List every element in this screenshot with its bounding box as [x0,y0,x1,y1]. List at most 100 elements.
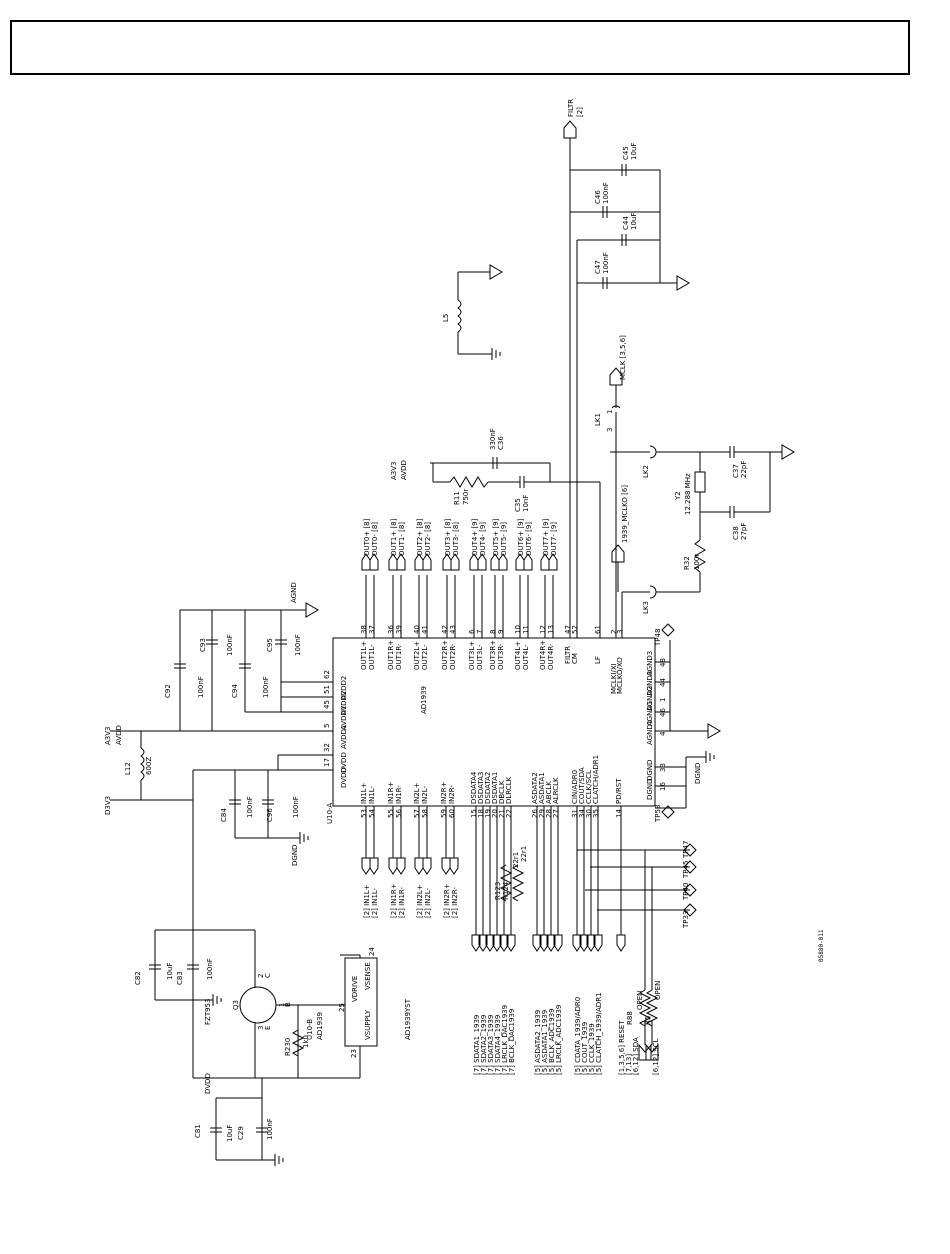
svg-text:C44: C44 [622,216,630,230]
pin-number: 12 [539,625,547,634]
svg-text:VDRIVE: VDRIVE [351,976,359,1002]
ic-ad1939-body [332,637,656,807]
svg-text:C: C [264,973,272,978]
pin-number: 53 [360,809,368,818]
svg-text:AVDD: AVDD [115,725,123,745]
pin-label: IN2R- [448,785,456,804]
svg-text:23: 23 [350,1049,358,1058]
output-net-label: OUT5+ [9] [492,518,500,556]
svg-text:10nF: 10nF [522,495,530,512]
pin-number: 13 [547,625,555,634]
pin-label: AGND3 [646,671,654,696]
output-connector [498,553,508,571]
pin-label: OUT2L- [421,644,429,670]
svg-text:100nF: 100nF [602,252,610,274]
agnd-symbol-filtr [676,275,690,291]
u10-b-body [344,957,378,1047]
pin-label: OUT3L- [476,644,484,670]
svg-text:3: 3 [606,428,614,432]
svg-text:A3V3: A3V3 [390,462,398,480]
pin-number: 8 [489,630,497,634]
svg-text:C94: C94 [231,684,239,698]
output-net-label: OUT1+ [8] [390,518,398,556]
pin-number: 26 [531,809,539,818]
pin-number: 52 [571,625,579,634]
pin-label: CLATCH/ADR1 [592,755,600,804]
ic-ground-wiring: DGND TP48 TP58 [654,623,721,823]
input-net-label: [2] IN1L- [371,887,379,918]
pin-label: ASDATA2 [531,772,539,804]
input-connector [414,857,424,875]
inductor-l12 [140,747,145,781]
pin-number: 1 [659,698,667,702]
pin-number: 5 [323,724,331,728]
pin-number: 22 [505,809,513,818]
input-connector [449,857,459,875]
pin-label: IN1L+ [360,782,368,804]
svg-text:10uF: 10uF [166,963,174,980]
svg-text:AGND: AGND [290,582,298,603]
pin-label: IN1R+ [387,781,395,804]
link-lk1 [611,405,621,409]
svg-text:MCLK [3,5,6]: MCLK [3,5,6] [619,335,627,380]
mclko-connector [611,544,625,563]
svg-text:2: 2 [257,974,265,978]
svg-text:100nF: 100nF [262,676,270,698]
input-net-label: [2] IN2L- [424,887,432,918]
pin-number: 51 [323,685,331,694]
pin-label: IN1L- [368,785,376,804]
pin-number: 18 [477,809,485,818]
pin-number: 7 [476,630,484,634]
resistor-r124 [511,864,525,902]
svg-text:C46: C46 [594,190,602,204]
svg-text:C47: C47 [594,260,602,274]
output-net-label: OUT2+ [8] [416,518,424,556]
pin-number: 29 [538,809,546,818]
output-connector [477,553,487,571]
digital-net-label: [6,12] SCL [652,1038,660,1075]
pin-label: OUT1R- [395,643,403,670]
pin-number: 60 [448,809,456,818]
svg-text:FILTR: FILTR [567,99,575,117]
output-connector [548,553,558,571]
pin-number: 14 [615,809,623,818]
svg-text:10uF: 10uF [630,213,638,230]
pin-number: 3 [616,630,624,634]
svg-text:12.288 MHz: 12.288 MHz [684,473,692,515]
svg-text:TP33: TP33 [682,911,690,929]
pin-number: 28 [545,809,553,818]
svg-text:1k0: 1k0 [302,1035,310,1048]
svg-text:22pF: 22pF [740,461,748,478]
pin-number: 38 [360,625,368,634]
output-net-label: OUT5- [9] [500,522,508,556]
pin-label: MCLKI/XI [610,663,618,694]
resistor-r5 [645,989,659,1027]
pin-label: CIN/ADR0 [571,770,579,804]
svg-text:R88: R88 [626,1011,634,1025]
svg-text:3: 3 [257,1026,265,1030]
svg-text:25: 25 [338,1003,346,1012]
output-connector [422,553,432,571]
resistor-r11 [449,476,489,488]
svg-text:C81: C81 [194,1124,202,1138]
svg-text:OPEN: OPEN [654,981,662,1000]
pin-number: 15 [470,809,478,818]
pin-label: CM [571,653,579,664]
pin-label: AGND1 [646,720,654,745]
svg-text:AVDD: AVDD [400,460,408,480]
svg-text:R11: R11 [453,491,461,505]
svg-text:R32: R32 [683,556,691,570]
input-connector [422,857,432,875]
pin-number: 45 [323,700,331,709]
pin-label: IN1R- [395,785,403,804]
svg-text:OPEN: OPEN [636,991,644,1010]
pin-label: OUT2R+ [441,640,449,670]
pin-number: 20 [491,809,499,818]
digital-net-label: [5] COUT_1939 [581,1022,589,1075]
input-net-label: [2] IN2L+ [416,884,424,918]
digital-net-label: [7] LRCLK_DAC1939 [501,1005,509,1075]
svg-text:C29: C29 [237,1126,245,1140]
pin-label: DGND [646,760,654,781]
